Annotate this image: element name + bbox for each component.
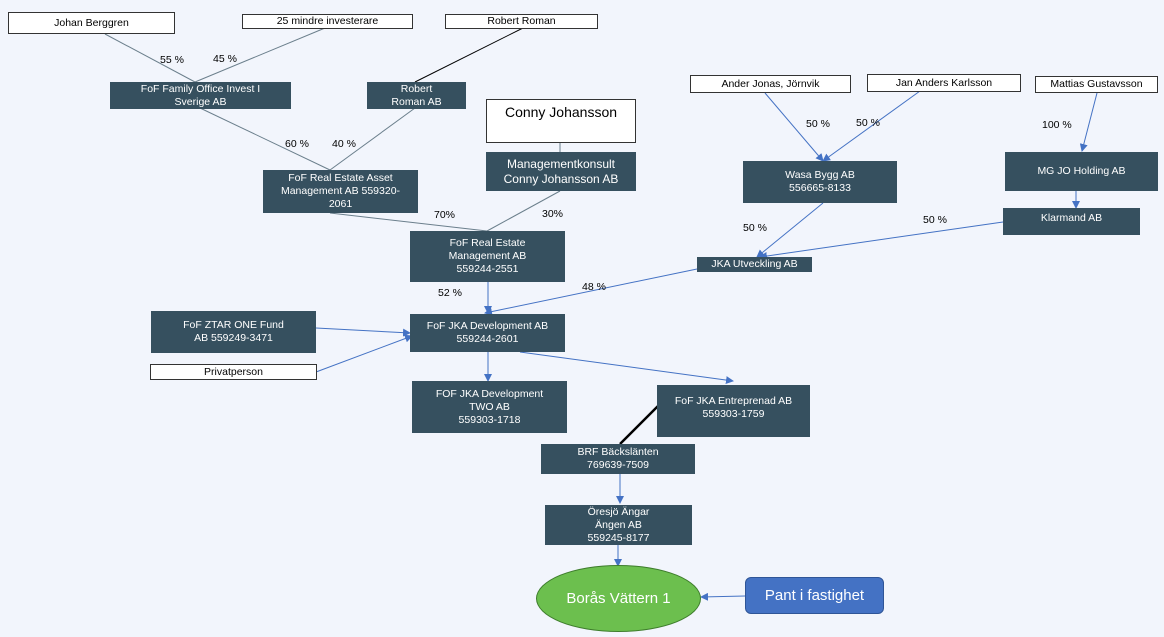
owner-jan-anders: Jan Anders Karlsson	[867, 74, 1021, 92]
company-brf-backslanten: BRF Bäckslänten 769639-7509	[541, 444, 695, 474]
pct-mattias-mgjo: 100 %	[1042, 119, 1072, 131]
pct-robertab-asset: 40 %	[332, 138, 356, 150]
company-fof-jka-development: FoF JKA Development AB 559244-2601	[410, 314, 565, 352]
arrow-klarmand-jkautv	[759, 221, 1004, 260]
pct-wasa-jkautv: 50 %	[743, 222, 767, 234]
line: Robert	[400, 82, 433, 95]
line: Management AB	[448, 250, 527, 262]
line: 559245-8177	[587, 531, 650, 544]
arrow-mattias-mgjo	[1079, 92, 1098, 152]
owner-privatperson: Privatperson	[150, 364, 317, 380]
label: Robert Roman	[487, 15, 556, 27]
arrow-jan-wasa	[822, 90, 921, 162]
owner-mattias: Mattias Gustavsson	[1035, 76, 1158, 93]
company-fof-jka-dev-two: FOF JKA Development TWO AB 559303-1718	[412, 381, 567, 433]
company-fof-real-estate-mgmt: FoF Real Estate Management AB 559244-255…	[410, 231, 565, 282]
line: FoF JKA Entreprenad AB	[674, 395, 793, 407]
link-robert-robertab	[414, 27, 524, 83]
owner-johan-berggren: Johan Berggren	[8, 12, 175, 34]
arrow-jkadev-entr	[519, 351, 734, 385]
pct-investors-family: 45 %	[213, 53, 237, 65]
arrow-privat-jkadev	[315, 334, 413, 373]
company-fof-family-office: FoF Family Office Invest I Sverige AB	[110, 82, 291, 109]
line: Sverige AB	[174, 95, 227, 108]
line: AB 559249-3471	[194, 332, 273, 344]
line: BRF Bäckslänten	[577, 446, 659, 458]
arrow-wasa-jkautv	[756, 202, 824, 258]
line: 559303-1759	[702, 408, 765, 420]
line: TWO AB	[469, 400, 510, 413]
company-oresjo-angar: Öresjö Ängar Ängen AB 559245-8177	[545, 505, 692, 545]
pct-jan-wasa: 50 %	[856, 117, 880, 129]
line: MG JO Holding AB	[1037, 165, 1126, 177]
owner-robert-roman: Robert Roman	[445, 14, 598, 29]
owner-25-investors: 25 mindre investerare	[242, 14, 413, 29]
company-jka-utveckling: JKA Utveckling AB	[697, 257, 812, 272]
pct-family-asset: 60 %	[285, 138, 309, 150]
company-klarmand: Klarmand AB	[1003, 208, 1140, 235]
line: Management AB 559320-	[280, 185, 401, 197]
company-mg-jo-holding: MG JO Holding AB	[1005, 152, 1158, 191]
link-mgmt-rem	[486, 190, 561, 232]
line: FOF JKA Development	[435, 387, 544, 400]
line: 556665-8133	[789, 182, 851, 194]
arrow-ander-wasa	[764, 92, 824, 162]
line: FoF Real Estate	[449, 237, 526, 249]
line: FoF ZTAR ONE Fund	[183, 319, 284, 331]
company-fof-jka-entreprenad: FoF JKA Entreprenad AB 559303-1759	[657, 385, 810, 437]
pledge-label: Pant i fastighet	[745, 577, 884, 614]
line: Managementkonsult	[506, 156, 616, 171]
pct-klarmand-jkautv: 50 %	[923, 214, 947, 226]
link-robertab-asset	[329, 107, 416, 171]
arrow-ztar-jkadev	[315, 327, 411, 337]
company-fof-ztar-one: FoF ZTAR ONE Fund AB 559249-3471	[151, 311, 316, 353]
label: Johan Berggren	[54, 16, 129, 29]
label: Borås Vättern 1	[566, 590, 671, 607]
label: Mattias Gustavsson	[1050, 78, 1143, 90]
pct-jkautv-jkadev: 48 %	[582, 281, 606, 293]
owner-conny-johansson: Conny Johansson	[486, 99, 636, 143]
line: Öresjö Ängar	[587, 505, 650, 518]
arrow-pledge-property	[700, 592, 746, 601]
pct-asset-rem: 70%	[434, 209, 456, 221]
line: 559244-2601	[456, 333, 519, 345]
arrow-jkautv-jkadev	[484, 268, 698, 316]
line: 559303-1718	[458, 413, 521, 426]
label: Conny Johansson	[504, 104, 618, 120]
pct-rem-jkadev: 52 %	[438, 287, 462, 299]
line: Conny Johansson AB	[503, 171, 619, 186]
label: Jan Anders Karlsson	[895, 76, 993, 89]
label: Privatperson	[204, 365, 263, 378]
link-investors-family	[194, 27, 326, 83]
line: Ängen AB	[595, 518, 642, 531]
pct-mgmt-rem: 30%	[542, 208, 564, 220]
company-wasa-bygg: Wasa Bygg AB 556665-8133	[743, 161, 897, 203]
company-fof-asset-mgmt: FoF Real Estate Asset Management AB 5593…	[263, 170, 418, 213]
line: FoF Family Office Invest I	[140, 82, 261, 95]
label: Pant i fastighet	[764, 587, 865, 604]
property-boras-vattern: Borås Vättern 1	[536, 565, 701, 632]
link-family-asset	[199, 107, 331, 171]
link-johan-family	[104, 33, 196, 83]
owner-ander-jonas: Ander Jonas, Jörnvik	[690, 75, 851, 93]
label: 25 mindre investerare	[276, 15, 379, 27]
pct-ander-wasa: 50 %	[806, 118, 830, 130]
line: 559244-2551	[456, 263, 519, 275]
line: Klarmand AB	[1040, 212, 1103, 224]
company-robert-roman-ab: Robert Roman AB	[367, 82, 466, 109]
line: FoF Real Estate Asset	[288, 172, 393, 184]
line: Roman AB	[391, 95, 442, 108]
pct-johan-family: 55 %	[160, 54, 184, 66]
line: 769639-7509	[587, 459, 649, 471]
line: Wasa Bygg AB	[785, 169, 855, 181]
line: 2061	[328, 198, 353, 210]
link-asset-rem	[329, 212, 488, 232]
company-managementkonsult: Managementkonsult Conny Johansson AB	[486, 152, 636, 191]
line: JKA Utveckling AB	[711, 258, 798, 270]
label: Ander Jonas, Jörnvik	[721, 77, 820, 90]
line: FoF JKA Development AB	[426, 320, 549, 332]
